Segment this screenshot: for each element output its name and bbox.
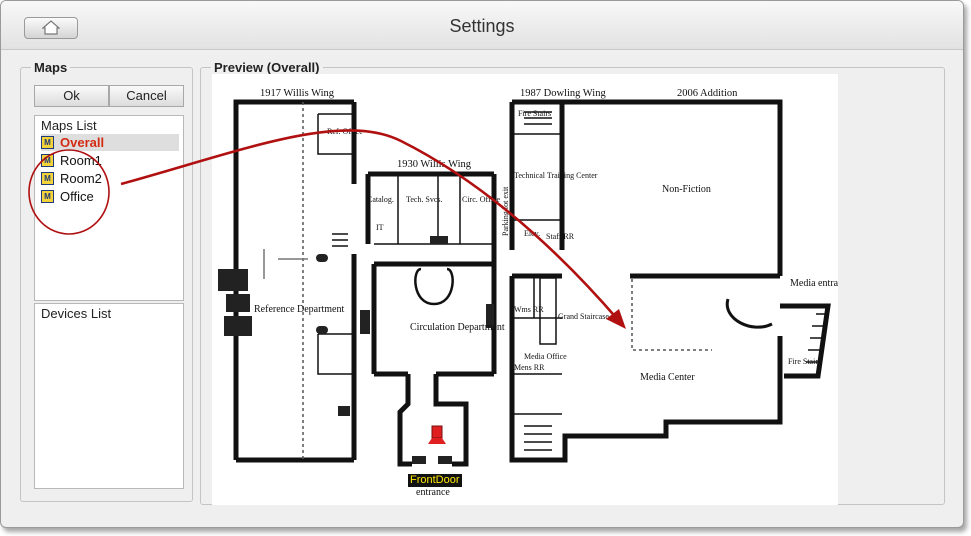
floor-plan-preview: 1917 Willis Wing 1987 Dowling Wing 2006 … bbox=[212, 74, 852, 505]
home-icon bbox=[42, 20, 60, 35]
settings-window: Settings Maps Ok Cancel Maps List M Overa… bbox=[0, 0, 964, 528]
room-label: Grand Staircase bbox=[558, 312, 609, 321]
room-label: Catalog. bbox=[367, 195, 394, 204]
maps-group: Maps bbox=[20, 60, 193, 502]
maps-list-header: Maps List bbox=[41, 118, 97, 133]
room-label: Circulation Department bbox=[410, 322, 505, 333]
room-label: IT bbox=[376, 223, 384, 232]
maps-group-legend: Maps bbox=[34, 60, 68, 75]
room-label: Technical Training Center bbox=[514, 171, 598, 180]
devices-list-panel: Devices List bbox=[34, 303, 184, 489]
room-label: Circ. Office bbox=[462, 195, 501, 204]
room-label: Mens RR bbox=[514, 363, 545, 372]
room-label: Tech. Svcs. bbox=[406, 195, 443, 204]
map-item-room2[interactable]: M Room2 bbox=[41, 170, 179, 187]
room-label: Reference Department bbox=[254, 304, 344, 315]
room-label: Wms RR bbox=[514, 305, 544, 314]
room-label: Media entrance bbox=[790, 278, 838, 289]
map-item-label: Room2 bbox=[60, 171, 102, 186]
device-marker-label[interactable]: FrontDoor bbox=[408, 474, 462, 487]
room-label: Fire Stairs bbox=[788, 357, 821, 366]
room-label: Staff RR bbox=[546, 232, 575, 241]
wing-label: 1917 Willis Wing bbox=[260, 88, 335, 99]
map-item-label: Overall bbox=[60, 135, 105, 150]
map-icon: M bbox=[41, 190, 54, 204]
title-bar: Settings bbox=[1, 1, 963, 50]
preview-group-legend: Preview (Overall) bbox=[214, 60, 320, 75]
map-item-label: Office bbox=[60, 189, 94, 204]
map-icon: M bbox=[41, 172, 54, 186]
ok-button[interactable]: Ok bbox=[34, 85, 109, 107]
entrance-label: entrance bbox=[416, 487, 450, 498]
map-icon: M bbox=[41, 136, 54, 150]
room-label: Parking lot exit bbox=[501, 186, 510, 236]
room-label: Media Center bbox=[640, 372, 695, 383]
annotation-circle bbox=[28, 149, 110, 235]
annotation-overlay bbox=[28, 129, 626, 329]
cancel-button[interactable]: Cancel bbox=[109, 85, 184, 107]
arrowhead-icon bbox=[606, 309, 626, 329]
devices-list-header: Devices List bbox=[41, 306, 112, 321]
room-label: Fire Stairs bbox=[518, 109, 551, 118]
room-label: Media Office bbox=[524, 352, 567, 361]
wing-label: 1930 Willis Wing bbox=[397, 159, 472, 170]
map-item-overall[interactable]: M Overall bbox=[41, 134, 179, 151]
annotation-arrow bbox=[120, 129, 620, 322]
wing-label: 1987 Dowling Wing bbox=[520, 88, 606, 99]
floor-plan: 1917 Willis Wing 1987 Dowling Wing 2006 … bbox=[218, 88, 852, 498]
wing-label: 2006 Addition bbox=[677, 88, 738, 99]
room-label: Non-Fiction bbox=[662, 184, 711, 195]
map-item-office[interactable]: M Office bbox=[41, 188, 179, 205]
window-title: Settings bbox=[449, 16, 515, 36]
home-button[interactable] bbox=[24, 17, 78, 39]
